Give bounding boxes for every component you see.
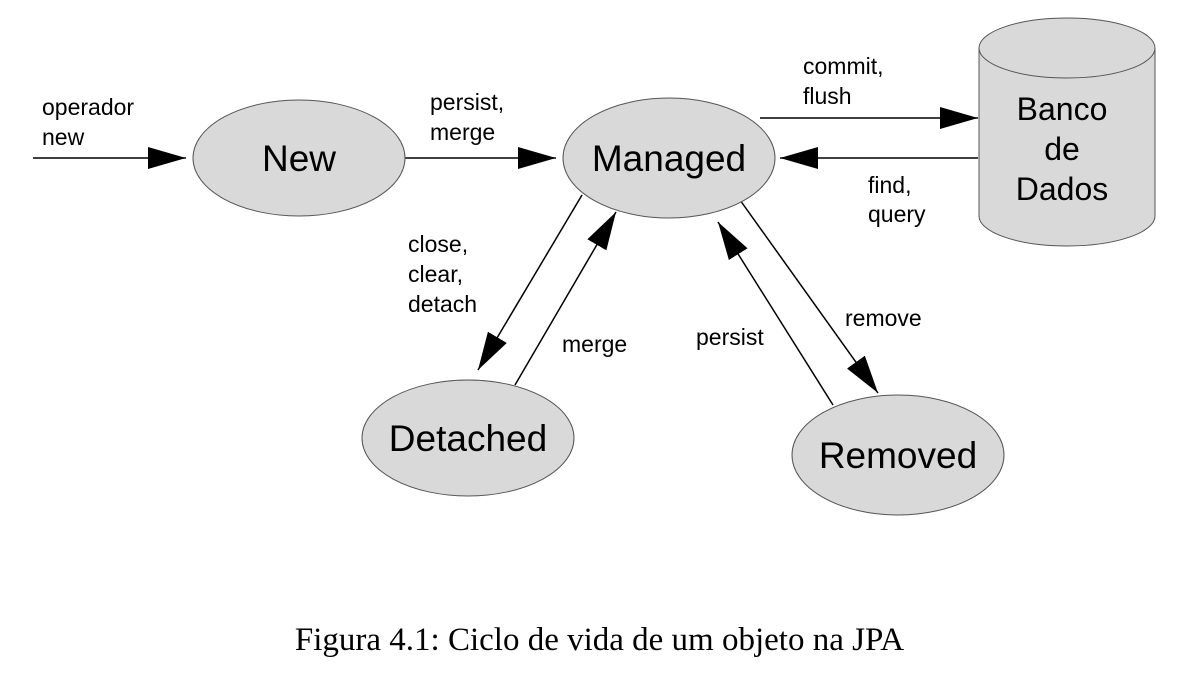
label-close-clear-detach-line-3: detach bbox=[408, 291, 477, 317]
figure-caption: Figura 4.1: Ciclo de vida de um objeto n… bbox=[294, 622, 905, 658]
label-close-clear-detach-line-2: clear, bbox=[408, 261, 463, 287]
jpa-lifecycle-diagram: New Managed Detached Removed Banco de Da… bbox=[33, 17, 1156, 516]
edge-managed-to-detached bbox=[477, 194, 583, 371]
node-removed: Removed bbox=[791, 394, 1005, 516]
node-new: New bbox=[192, 99, 406, 217]
label-persist-merge-line-2: merge bbox=[430, 119, 495, 145]
node-new-label: New bbox=[262, 138, 336, 179]
edge-labels: operador new persist, merge commit, flus… bbox=[42, 53, 926, 357]
database-label-line-1: Banco bbox=[1017, 91, 1108, 127]
database-label-line-3: Dados bbox=[1016, 171, 1109, 207]
label-find-query-line-2: query bbox=[868, 201, 926, 227]
database-label-line-2: de bbox=[1044, 131, 1080, 167]
label-remove: remove bbox=[845, 305, 922, 331]
edge-managed-to-removed bbox=[739, 199, 879, 394]
label-operador-new-line-1: operador bbox=[42, 94, 134, 120]
label-close-clear-detach-line-1: close, bbox=[408, 231, 468, 257]
edges bbox=[33, 107, 978, 406]
label-commit-flush-line-1: commit, bbox=[803, 53, 884, 79]
node-database: Banco de Dados bbox=[978, 17, 1156, 247]
label-persist-merge-line-1: persist, bbox=[430, 89, 504, 115]
label-merge: merge bbox=[562, 331, 627, 357]
label-commit-flush-line-2: flush bbox=[803, 83, 852, 109]
label-persist: persist bbox=[696, 324, 764, 350]
label-find-query-line-1: find, bbox=[868, 172, 911, 198]
edge-detached-to-managed bbox=[514, 211, 617, 386]
label-operador-new-line-2: new bbox=[42, 124, 85, 150]
node-detached: Detached bbox=[361, 379, 575, 497]
node-removed-label: Removed bbox=[819, 435, 977, 476]
node-detached-label: Detached bbox=[389, 418, 547, 459]
node-managed-label: Managed bbox=[592, 138, 746, 179]
node-managed: Managed bbox=[562, 97, 776, 219]
edge-removed-to-managed bbox=[717, 221, 834, 406]
